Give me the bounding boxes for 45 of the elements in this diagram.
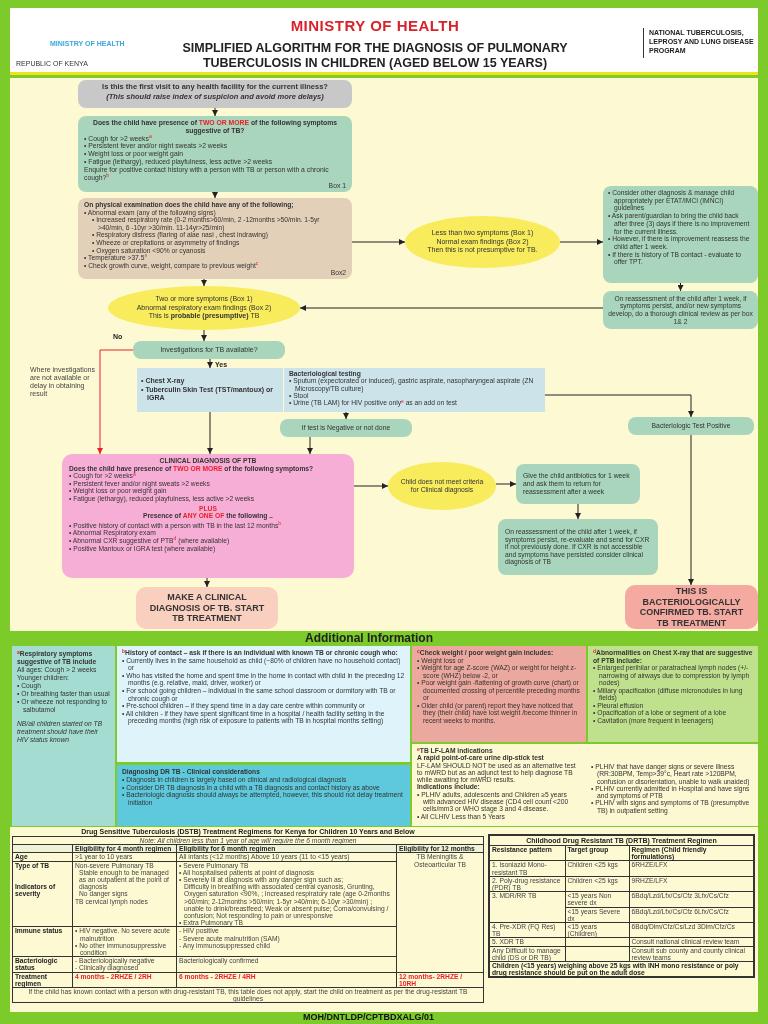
document-code: MOH/DNTLDP/CPTBDXALG/01 bbox=[303, 1012, 434, 1023]
outcome-text: THIS IS BACTERIOLOGICALLY CONFIRMED TB. START TB TREATMENT bbox=[638, 586, 745, 628]
arrow bbox=[201, 329, 207, 342]
arrow bbox=[343, 411, 349, 420]
arrow bbox=[495, 481, 517, 487]
process-box bbox=[412, 646, 586, 742]
page-heading: MINISTRY OF HEALTH bbox=[289, 16, 461, 36]
outcome-box bbox=[136, 587, 278, 629]
arrow bbox=[97, 349, 134, 455]
section-heading: Additional Information bbox=[305, 631, 433, 645]
process-box bbox=[516, 464, 640, 504]
question-box bbox=[133, 341, 285, 359]
arrow bbox=[204, 577, 210, 588]
arrow bbox=[575, 503, 581, 520]
arrow bbox=[207, 411, 213, 455]
process-box bbox=[280, 419, 412, 437]
arrow bbox=[688, 434, 694, 586]
process-box bbox=[78, 116, 352, 192]
process-box bbox=[283, 368, 545, 412]
arrow bbox=[351, 239, 406, 245]
process-box bbox=[117, 765, 410, 826]
process-box bbox=[12, 646, 115, 826]
arrow bbox=[212, 107, 218, 117]
process-box bbox=[412, 744, 758, 826]
arrow bbox=[201, 278, 207, 287]
process-box bbox=[628, 417, 754, 435]
arrow bbox=[212, 191, 218, 199]
outcome-box bbox=[625, 585, 758, 629]
arrow bbox=[544, 394, 694, 418]
page-title: SIMPLIFIED ALGORITHM FOR THE DIAGNOSIS OF PULMONARY TUBERCULOSIS IN CHILDREN (AGED BELOW 15 YEARS) bbox=[181, 41, 569, 71]
process-box bbox=[117, 646, 410, 762]
outcome-text: MAKE A CLINICAL DIAGNOSIS OF TB. START TB TREATMENT bbox=[148, 592, 266, 624]
arrow bbox=[207, 358, 213, 369]
process-box bbox=[498, 519, 658, 575]
arrow bbox=[559, 239, 604, 245]
arrow bbox=[299, 305, 604, 311]
process-box bbox=[78, 80, 352, 108]
process-box bbox=[588, 646, 758, 742]
process-box bbox=[137, 368, 283, 412]
arrow bbox=[353, 483, 389, 489]
arrow bbox=[677, 282, 684, 292]
arrow bbox=[307, 436, 313, 455]
process-box bbox=[603, 186, 758, 283]
process-box bbox=[62, 454, 354, 578]
process-box bbox=[78, 198, 352, 279]
